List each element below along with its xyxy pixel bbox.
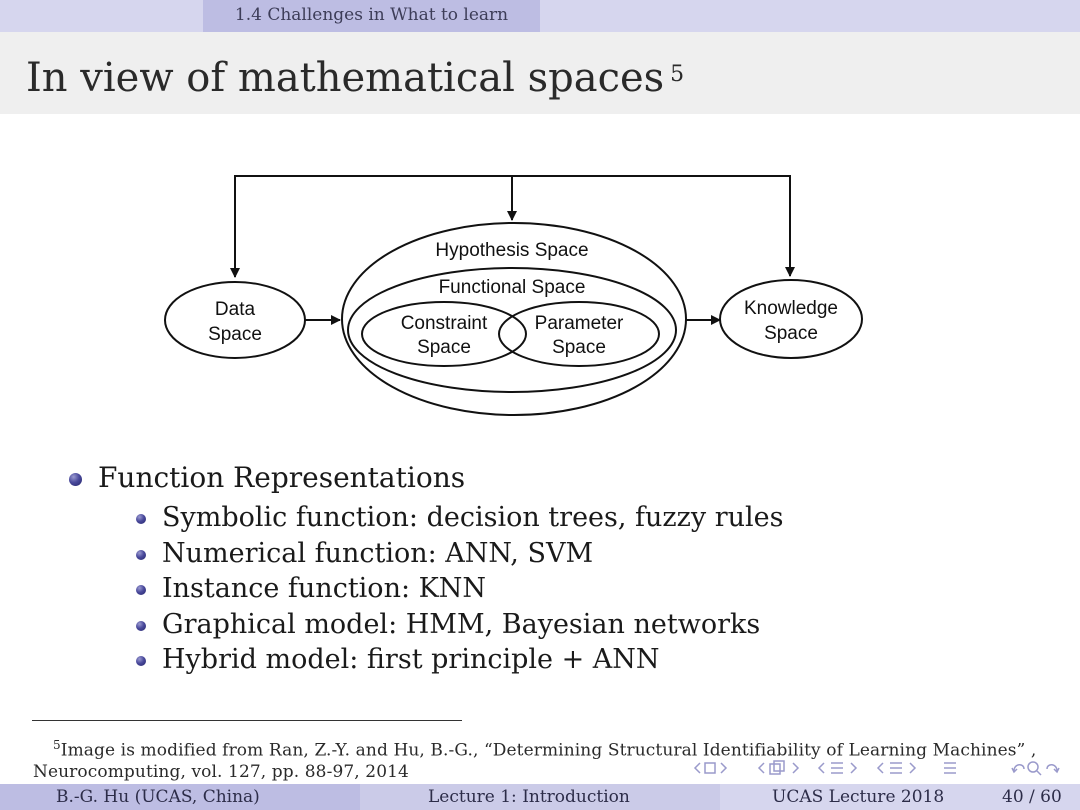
footnote-mark: 5 [53,738,61,752]
next-frame-icon[interactable] [720,762,728,774]
search-icon[interactable] [1027,761,1042,776]
data-space-label-line2: Space [208,324,262,345]
footer-lecture-segment [360,784,720,810]
constraint-space-ellipse [361,301,527,367]
previous-frame-icon[interactable] [693,762,701,774]
data-space-ellipse [164,281,306,359]
current-section-tab[interactable] [203,0,540,32]
title-band [0,32,1080,114]
sub-bullet-item: Numerical function: ANN, SVM [64,536,783,572]
sub-bullet-ball-icon [136,620,146,631]
sub-bullet-ball-icon [136,514,146,524]
footer-page-number: 40 / 60 [1002,787,1062,807]
sub-bullet-ball-icon [136,585,146,595]
hypothesis-space-label: Hypothesis Space [435,240,588,261]
sub-bullet-list: Symbolic function: decision trees, fuzzy… [98,500,783,678]
part-icon[interactable] [890,762,902,774]
parameter-space-ellipse [498,301,660,367]
parameter-space-label-line1: Parameter [535,313,624,334]
sub-bullet-item: Graphical model: HMM, Bayesian networks [64,607,783,643]
next-subsection-icon[interactable] [792,762,800,774]
footer-lecture-title: Lecture 1: Introduction [428,787,630,807]
main-bullet-text: Function Representations [98,461,466,494]
sub-bullet-item: Instance function: KNN [64,571,783,607]
knowledge-space-ellipse [719,279,863,359]
frame-icon[interactable] [704,762,716,774]
previous-subsection-icon[interactable] [757,762,765,774]
previous-section-icon[interactable] [817,762,825,774]
document-icon[interactable] [944,762,956,774]
main-bullet-item: Function Representations Symbolic functi… [64,460,783,678]
parameter-space-label-line2: Space [552,337,606,358]
data-space-label-line1: Data [215,299,256,320]
subsection-icon[interactable] [769,760,785,775]
previous-part-icon[interactable] [876,762,884,774]
footer-author: B.-G. Hu (UCAS, China) [56,787,260,807]
constraint-space-label-line2: Space [417,337,471,358]
mathematical-spaces-diagram: Data Space Hypothesis Space Functional S… [164,175,863,416]
sub-bullet-ball-icon [136,549,146,560]
footer-author-segment [0,784,360,810]
knowledge-space-label-line2: Space [764,323,818,344]
back-icon[interactable] [1011,764,1025,774]
sub-bullet-item: Symbolic function: decision trees, fuzzy… [64,500,783,536]
sub-bullet-text: Instance function: KNN [162,573,487,604]
next-section-icon[interactable] [850,762,858,774]
footnote-text: Image is modified from Ran, Z.-Y. and Hu… [33,740,1037,782]
footnote-separator [32,720,462,721]
feedback-connector [230,175,795,278]
forward-icon[interactable] [1046,764,1060,774]
sub-bullet-text: Symbolic function: decision trees, fuzzy… [162,502,784,533]
functional-space-ellipse [347,267,677,393]
sub-bullet-ball-icon [136,656,146,666]
slide-title-text: In view of mathematical spaces [26,55,665,101]
beamer-navigation-symbols [693,760,1060,776]
current-section-label[interactable]: 1.4 Challenges in What to learn [234,5,509,25]
sub-bullet-text: Graphical model: HMM, Bayesian networks [162,608,761,640]
next-part-icon[interactable] [909,762,917,774]
functional-space-label: Functional Space [439,277,586,298]
sub-bullet-item: Hybrid model: first principle + ANN [64,642,783,678]
bullet-ball-icon [69,473,82,486]
sub-bullet-text: Numerical function: ANN, SVM [162,537,594,569]
knowledge-space-label-line1: Knowledge [744,298,838,319]
sub-bullet-text: Hybrid model: first principle + ANN [162,644,660,675]
footer-venue: UCAS Lecture 2018 [772,787,945,807]
constraint-space-label-line1: Constraint [401,313,488,334]
footnote: 5Image is modified from Ran, Z.-Y. and H… [33,735,1053,783]
function-representations-list: Function Representations Symbolic functi… [64,460,783,678]
section-icon[interactable] [831,762,843,774]
title-footnote-mark[interactable]: 5 [670,62,685,87]
